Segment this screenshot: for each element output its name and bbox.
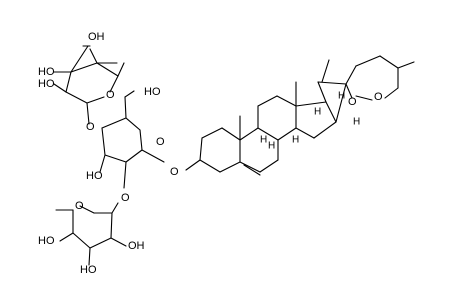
bottom-rhamnose-unit (55, 202, 127, 266)
stereo-h-c14: H (292, 135, 299, 146)
glycosidic-oxygen-glc-rha2: O (121, 192, 130, 204)
stereo-h-c9: H (260, 135, 267, 146)
hydroxyl-top-2: HO (38, 66, 55, 78)
spiroketal-oxygen-b: O (374, 91, 383, 103)
glycosidic-oxygen-glc-aglycone: O (170, 166, 179, 178)
hydroxyl-top-1: OH (88, 31, 105, 43)
glycosidic-oxygen-rha-glc: O (86, 121, 95, 133)
atom-labels: O OH HO HO O HO O HO O O O HO OH HO O O (38, 31, 383, 276)
hydroxyl-bottom-2: OH (128, 240, 145, 252)
steroid-rings-ab (185, 115, 279, 176)
steroid-ring-c (257, 81, 297, 141)
ring-oxygen-top-rhamnose: O (106, 89, 115, 101)
stereo-h-c8: H (268, 141, 275, 152)
spiroketal-rings (317, 55, 415, 123)
stereo-hydrogen-labels: H H H H H H (260, 91, 360, 152)
stereo-h-c17: H (314, 107, 321, 118)
steroid-ring-d (295, 101, 337, 139)
glucose-unit (99, 90, 165, 189)
hydroxyl-bottom-4: HO (80, 264, 97, 276)
hydroxyl-bottom-3: HO (38, 235, 55, 247)
spiroketal-oxygen-a: O (348, 96, 357, 108)
top-rhamnose-unit (53, 45, 125, 125)
stereo-h-c20: H (338, 91, 345, 102)
stereo-h-c16: H (353, 117, 360, 128)
hydroxyl-glc-4: HO (86, 170, 103, 182)
hydroxyl-top-3: HO (38, 78, 55, 90)
hydroxyl-glc-6: HO (144, 86, 161, 98)
ring-oxygen-bottom-rhamnose: O (75, 200, 84, 212)
ring-oxygen-glucose: O (156, 136, 165, 148)
